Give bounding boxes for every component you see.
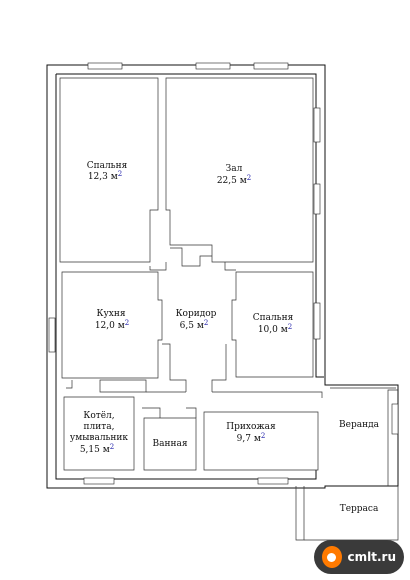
window-north-1 (87, 62, 123, 70)
window-east-3 (313, 302, 321, 340)
site-watermark: cmlt.ru (314, 540, 404, 574)
boiler-line2: плита, (84, 422, 115, 432)
window-south-1 (83, 477, 115, 485)
veranda-name: Веранда (339, 420, 380, 430)
window-north-3 (253, 62, 289, 70)
kitchen-area: 12,0 м2 (95, 319, 129, 331)
boiler-line3: умывальник (70, 433, 129, 443)
corridor-area: 6,5 м2 (180, 319, 209, 331)
entry-area: 9,7 м2 (237, 432, 266, 444)
window-north-2 (195, 62, 231, 70)
boiler-line1: Котёл, (83, 411, 114, 421)
corridor-name: Коридор (176, 309, 217, 319)
watermark-logo-icon (322, 546, 342, 568)
windows (48, 62, 399, 485)
bedroom2-name: Спальня (253, 313, 294, 323)
bathroom-name: Ванная (152, 439, 187, 449)
bedroom1-name: Спальня (87, 161, 128, 171)
window-south-2 (257, 477, 289, 485)
hall-area: 22,5 м2 (217, 174, 251, 186)
interior-walls (59, 77, 399, 541)
watermark-text: cmlt.ru (347, 550, 397, 564)
hall-name: Зал (226, 164, 243, 174)
window-east-2 (313, 183, 321, 215)
terrace-name: Терраса (340, 504, 379, 514)
window-east-1 (313, 107, 321, 143)
window-veranda (391, 403, 399, 435)
boiler-area: 5,15 м2 (80, 443, 114, 455)
bedroom2-area: 10,0 м2 (258, 323, 292, 335)
entry-name: Прихожая (226, 422, 276, 432)
bedroom1-area: 12,3 м2 (88, 170, 122, 182)
window-west-1 (48, 317, 56, 353)
room-labels: Спальня 12,3 м2 Зал 22,5 м2 Кухня 12,0 м… (70, 161, 380, 514)
kitchen-name: Кухня (96, 309, 125, 319)
